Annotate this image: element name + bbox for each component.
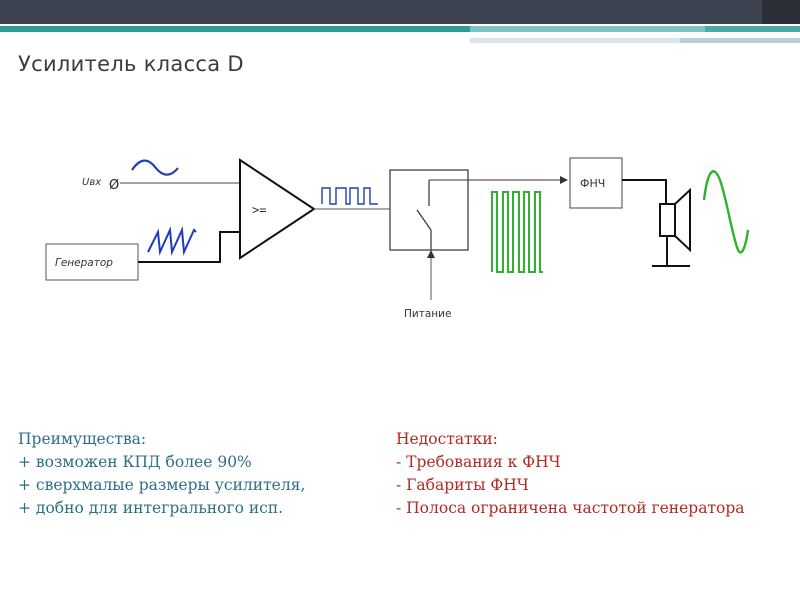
power-pwm-waveform bbox=[491, 191, 543, 273]
filter-label: ФНЧ bbox=[580, 177, 605, 190]
filter-output-wire bbox=[622, 179, 667, 204]
advantage-item: + возможен КПД более 90% bbox=[18, 453, 252, 471]
slide-title: Усилитель класса D bbox=[18, 52, 244, 76]
header-bar-accent bbox=[762, 0, 800, 24]
class-d-amplifier-diagram: Uвх Ø Генератор >= Питание ФНЧ bbox=[45, 157, 750, 320]
advantage-item: + сверхмалые размеры усилителя, bbox=[18, 476, 306, 494]
filter-box bbox=[569, 157, 623, 209]
disadvantages-heading: Недостатки: bbox=[396, 430, 498, 448]
header-accent-rule bbox=[0, 26, 800, 32]
disadvantage-item: - Полоса ограничена частотой генератора bbox=[396, 499, 745, 517]
advantages-heading: Преимущества: bbox=[18, 430, 147, 448]
input-sine-waveform bbox=[131, 159, 179, 176]
power-arrow bbox=[427, 250, 435, 258]
advantages-block: Преимущества: + возможен КПД более 90% +… bbox=[18, 428, 305, 520]
header-bar bbox=[0, 0, 800, 24]
input-terminal-symbol: Ø bbox=[109, 178, 119, 193]
pwm-waveform bbox=[321, 187, 378, 205]
speaker-coil bbox=[659, 203, 676, 237]
disadvantages-block: Недостатки: - Требования к ФНЧ - Габарит… bbox=[396, 428, 745, 520]
disadvantage-item: - Требования к ФНЧ bbox=[396, 453, 561, 471]
header-thin-rule bbox=[470, 38, 800, 43]
input-label: Uвх bbox=[82, 177, 101, 188]
output-sine-waveform bbox=[702, 170, 750, 254]
header-thin-rule-segment bbox=[680, 38, 800, 43]
switch-to-filter-arrow bbox=[560, 176, 568, 184]
switch-blade bbox=[416, 209, 432, 231]
advantage-item: + добно для интегрального исп. bbox=[18, 499, 284, 517]
power-label: Питание bbox=[404, 308, 451, 320]
speaker-cone bbox=[674, 187, 691, 253]
comparator-label: >= bbox=[252, 203, 266, 217]
sawtooth-waveform bbox=[147, 226, 197, 256]
disadvantage-item: - Габариты ФНЧ bbox=[396, 476, 529, 494]
header-accent-rule-light bbox=[470, 26, 800, 32]
generator-wire bbox=[138, 231, 240, 263]
header-accent-rule-mid bbox=[705, 26, 800, 32]
generator-box bbox=[45, 243, 139, 281]
generator-label: Генератор bbox=[55, 257, 113, 269]
comparator-symbol bbox=[239, 158, 316, 260]
